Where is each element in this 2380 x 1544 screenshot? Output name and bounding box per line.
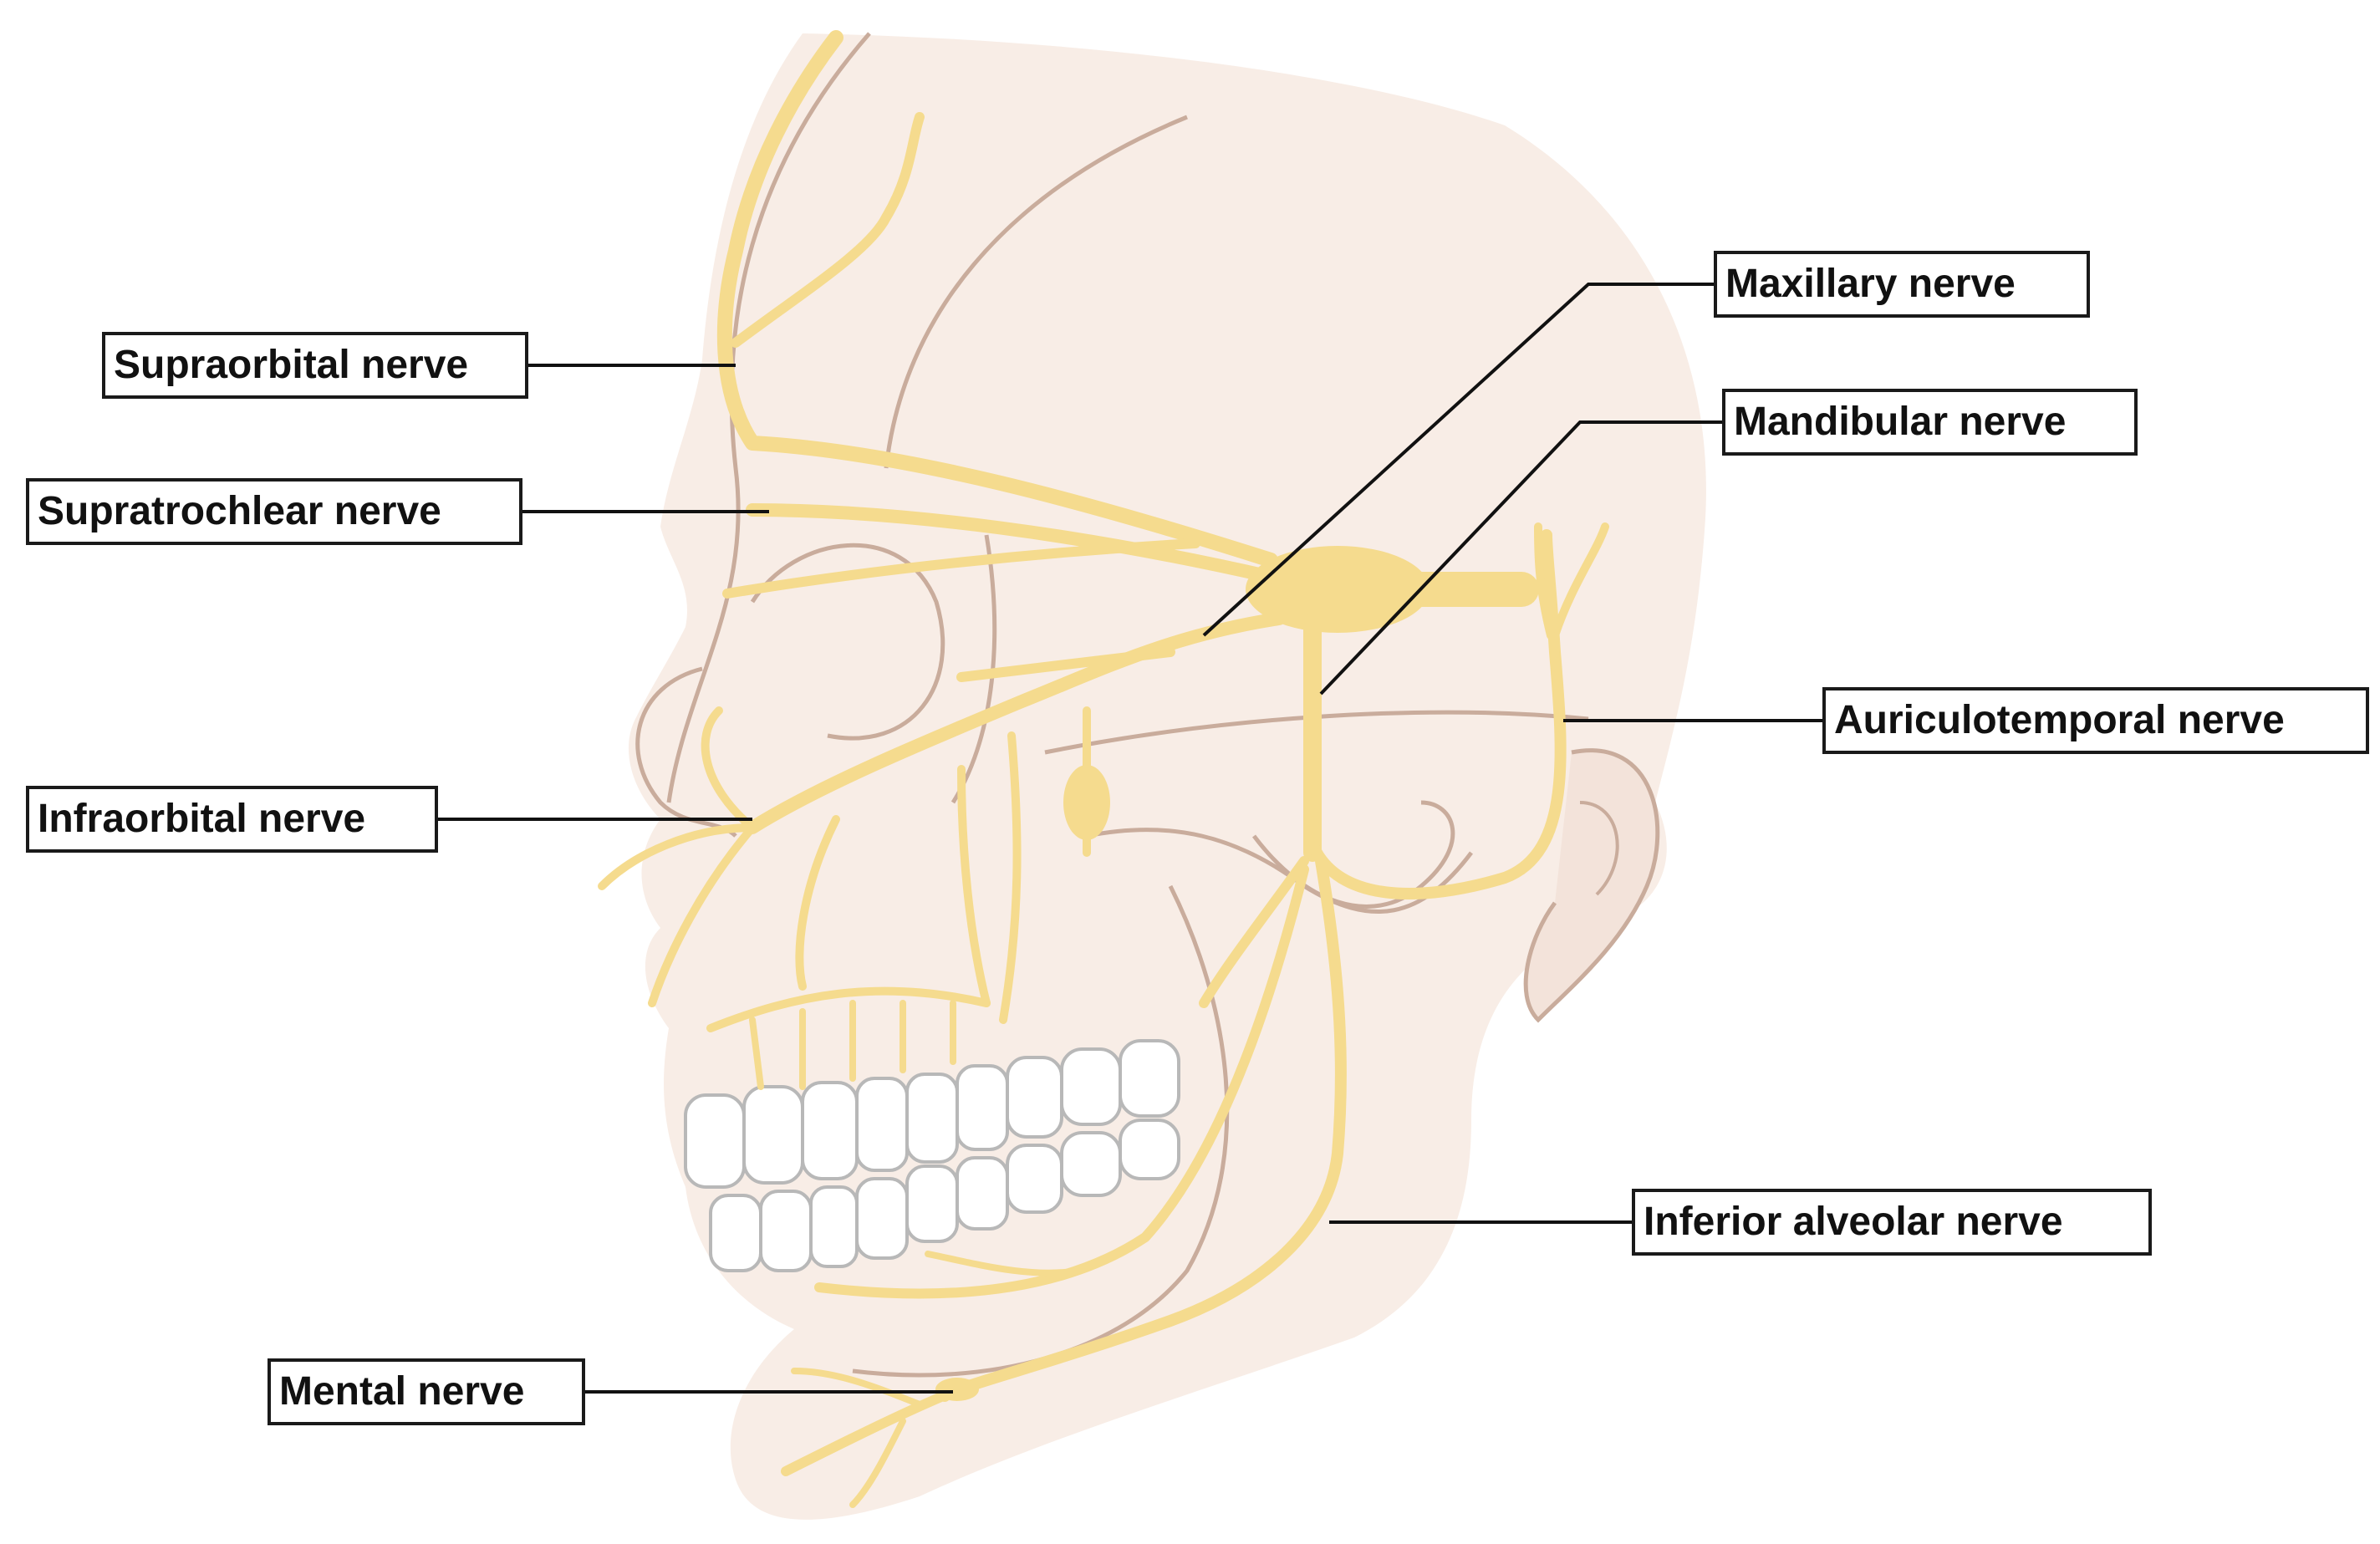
orbit-contour: [750, 543, 945, 741]
supratrochlear-branch: [746, 503, 1277, 583]
upper-tooth: [905, 1073, 959, 1164]
lower-tooth: [1119, 1119, 1180, 1180]
buccal-twig: [925, 1251, 1082, 1276]
label-auriculotemporal-nerve: Auriculotemporal nerve: [1822, 687, 2369, 754]
lower-tooth: [905, 1164, 959, 1243]
maxillary-branch: [746, 612, 1286, 834]
head-illustration: [628, 32, 1706, 1520]
mental-twig-1: [791, 1368, 923, 1408]
lower-tooth: [759, 1190, 813, 1272]
superior-alveolar-3: [999, 731, 1022, 1024]
trigeminal-ganglion: [1246, 546, 1430, 633]
infraorbital-fan-1: [598, 823, 757, 890]
label-mental-nerve: Mental nerve: [268, 1358, 585, 1425]
upper-tooth: [1119, 1039, 1180, 1118]
upper-tooth: [684, 1093, 746, 1189]
upper-tooth: [742, 1085, 804, 1185]
mental-branch: [781, 1387, 958, 1476]
inferior-alveolar-branch: [939, 855, 1347, 1402]
supraorbital-twig: [731, 112, 925, 348]
label-maxillary-nerve: Maxillary nerve: [1714, 251, 2090, 318]
supraorbital-branch: [716, 30, 1278, 568]
lower-tooth: [809, 1185, 859, 1268]
lingual-branch: [1199, 856, 1309, 1008]
ear-outline: [1523, 748, 1660, 1023]
upper-tooth: [1006, 1056, 1063, 1139]
label-supratrochlear-nerve: Supratrochlear nerve: [26, 478, 522, 545]
upper-tooth: [855, 1077, 909, 1172]
leader-mandibular: [1319, 420, 1722, 696]
lower-tooth: [1060, 1131, 1122, 1197]
auriculotemporal-branch: [1307, 529, 1567, 900]
nasal-contour: [950, 534, 997, 804]
auriculotemporal-fork-2: [1534, 522, 1555, 640]
lower-tooth: [855, 1177, 909, 1260]
infraorbital-fan-2: [701, 706, 757, 832]
superior-alveolar-2: [957, 765, 991, 1007]
leader-maxillary: [1202, 283, 1714, 637]
auriculotemporal-fork-1: [1551, 522, 1609, 640]
head-silhouette: [628, 33, 1706, 1520]
teeth: [684, 1039, 1180, 1272]
lower-tooth: [956, 1156, 1009, 1231]
upper-tooth: [1060, 1047, 1122, 1126]
skull-contour: [666, 32, 871, 803]
upper-tooth: [801, 1081, 859, 1180]
mandible-contour: [852, 884, 1230, 1378]
dental-plexus: [706, 986, 991, 1032]
superior-alveolar-1: [795, 815, 840, 991]
label-supraorbital-nerve: Supraorbital nerve: [102, 332, 528, 399]
mental-foramen-node: [935, 1378, 979, 1401]
label-inferior-alveolar-nerve: Inferior alveolar nerve: [1632, 1189, 2152, 1256]
label-infraorbital-nerve: Infraorbital nerve: [26, 786, 438, 853]
lower-tooth: [1006, 1144, 1063, 1214]
forehead-contour: [884, 115, 1188, 469]
mental-twig-2: [849, 1418, 906, 1508]
leader-lines: [438, 283, 1822, 1394]
nose-contour: [635, 666, 737, 838]
nerve-network: [598, 30, 1609, 1508]
upper-tooth: [956, 1064, 1009, 1151]
buccal-branch: [814, 864, 1309, 1299]
maxillary-upper: [956, 647, 1175, 682]
infraorbital-fan-3: [648, 823, 757, 1007]
dental-twig-1: [749, 1017, 764, 1090]
supratrochlear-return: [722, 538, 1200, 599]
label-mandibular-nerve: Mandibular nerve: [1722, 389, 2138, 456]
lower-tooth: [709, 1194, 762, 1272]
ear-inner: [1579, 801, 1619, 896]
